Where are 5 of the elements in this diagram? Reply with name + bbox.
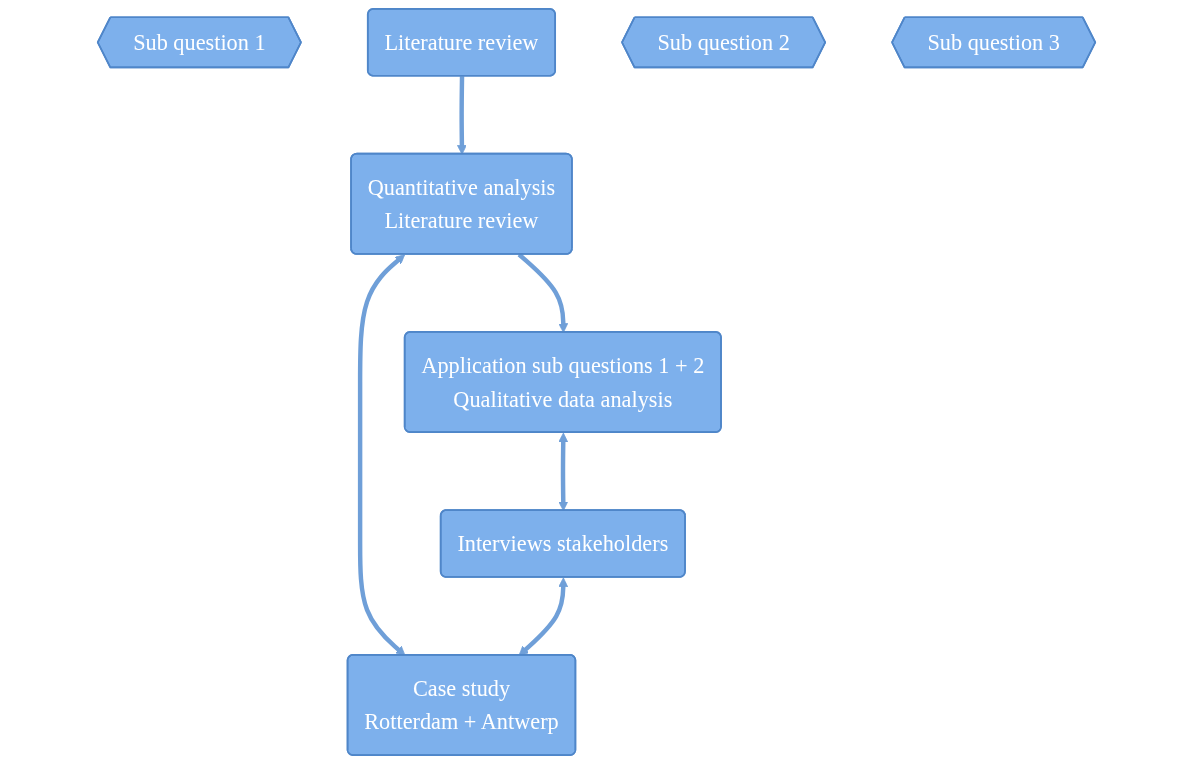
- arrow: [457, 76, 467, 155]
- arrow: [558, 432, 569, 512]
- arrow: [518, 577, 569, 656]
- arrow: [517, 252, 569, 333]
- arrow: [357, 254, 406, 656]
